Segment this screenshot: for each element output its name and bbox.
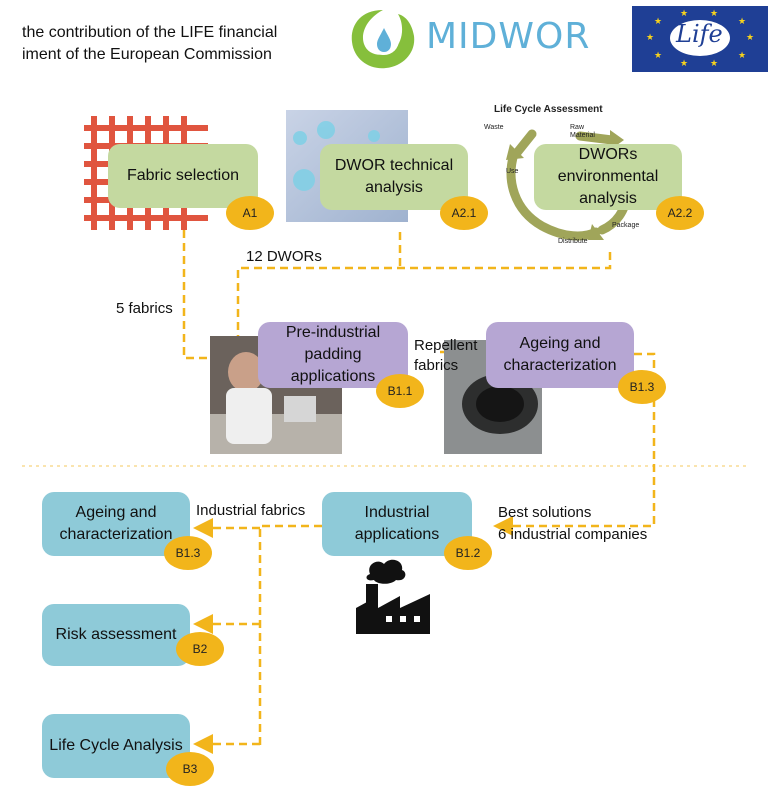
badge-a2-2: A2.2 <box>656 196 704 230</box>
svg-text:★: ★ <box>654 17 662 27</box>
edge-label-12-dwors: 12 DWORs <box>246 248 322 265</box>
node-dwor-technical-analysis: DWOR technical analysis <box>320 144 468 210</box>
lca-title: Life Cycle Assessment <box>494 104 603 115</box>
edge-label-6-companies: 6 industrial companies <box>498 526 648 543</box>
factory-icon <box>356 559 430 634</box>
lca-raw-material-label: Raw Material <box>570 124 595 139</box>
node-risk-label: Risk assessment <box>55 626 177 643</box>
node-dwor-technical-label: DWOR technical analysis <box>334 157 454 196</box>
badge-b1-1: B1.1 <box>376 374 424 408</box>
edge-label-best-solutions: Best solutions <box>498 504 592 521</box>
edge-label-industrial-fabrics: Industrial fabrics <box>196 502 306 519</box>
badge-a2-1: A2.1 <box>440 196 488 230</box>
node-ageing-left-label: Ageing and characterization <box>59 504 173 543</box>
lca-distribute-label: Distribute <box>558 238 588 245</box>
edge-label-5-fabrics: 5 fabrics <box>116 300 173 317</box>
svg-text:★: ★ <box>710 59 718 69</box>
badge-a1: A1 <box>226 196 274 230</box>
node-lca-label: Life Cycle Analysis <box>49 737 183 754</box>
badge-b3: B3 <box>166 752 214 786</box>
lca-use-label: Use <box>506 168 519 175</box>
eu-stars-icon: ★★★ ★★★ ★★★ ★ <box>646 9 754 69</box>
node-fabric-selection: Fabric selection <box>108 144 258 208</box>
lca-package-label: Package <box>612 222 640 229</box>
node-life-cycle-analysis: Life Cycle Analysis <box>42 714 190 778</box>
badge-b2: B2 <box>176 632 224 666</box>
funding-line-2: iment of the European Commission <box>22 46 272 63</box>
svg-text:★: ★ <box>746 33 754 43</box>
node-ageing-characterization-top: Ageing and characterization <box>486 322 634 388</box>
svg-text:★: ★ <box>646 33 654 43</box>
node-dwors-environmental-analysis: DWORs environmental analysis <box>534 144 682 210</box>
node-risk-assessment: Risk assessment <box>42 604 190 666</box>
badge-b1-3-left: B1.3 <box>164 536 212 570</box>
node-fabric-selection-label: Fabric selection <box>126 167 240 184</box>
svg-text:★: ★ <box>738 17 746 27</box>
svg-text:★: ★ <box>738 51 746 61</box>
node-ageing-top-label: Ageing and characterization <box>503 335 617 374</box>
node-industrial-applications-label: Industrial applications <box>354 504 440 543</box>
funding-line-1: the contribution of the LIFE financial <box>22 24 278 41</box>
node-dwor-environmental-label: DWORs environmental analysis <box>557 146 659 207</box>
node-ageing-characterization-left: Ageing and characterization <box>42 492 190 556</box>
svg-text:★: ★ <box>680 9 688 19</box>
badge-b1-3-top: B1.3 <box>618 370 666 404</box>
badge-b1-2: B1.2 <box>444 536 492 570</box>
eu-life-logo: ★★★ ★★★ ★★★ ★ Life <box>632 6 768 72</box>
funding-statement: the contribution of the LIFE financial i… <box>22 22 277 66</box>
svg-text:★: ★ <box>654 51 662 61</box>
eu-logo-text: Life <box>676 20 723 48</box>
svg-text:★: ★ <box>710 9 718 19</box>
edge-label-repellent-fabrics: Repellent fabrics <box>414 337 478 374</box>
lca-waste-label: Waste <box>484 124 504 131</box>
svg-text:★: ★ <box>680 59 688 69</box>
node-pre-industrial-label: Pre-industrial padding applications <box>285 324 381 385</box>
midwor-logo-text: MIDWOR <box>426 16 591 57</box>
midwor-logo-icon <box>351 10 415 69</box>
node-pre-industrial-padding: Pre-industrial padding applications <box>258 322 408 388</box>
